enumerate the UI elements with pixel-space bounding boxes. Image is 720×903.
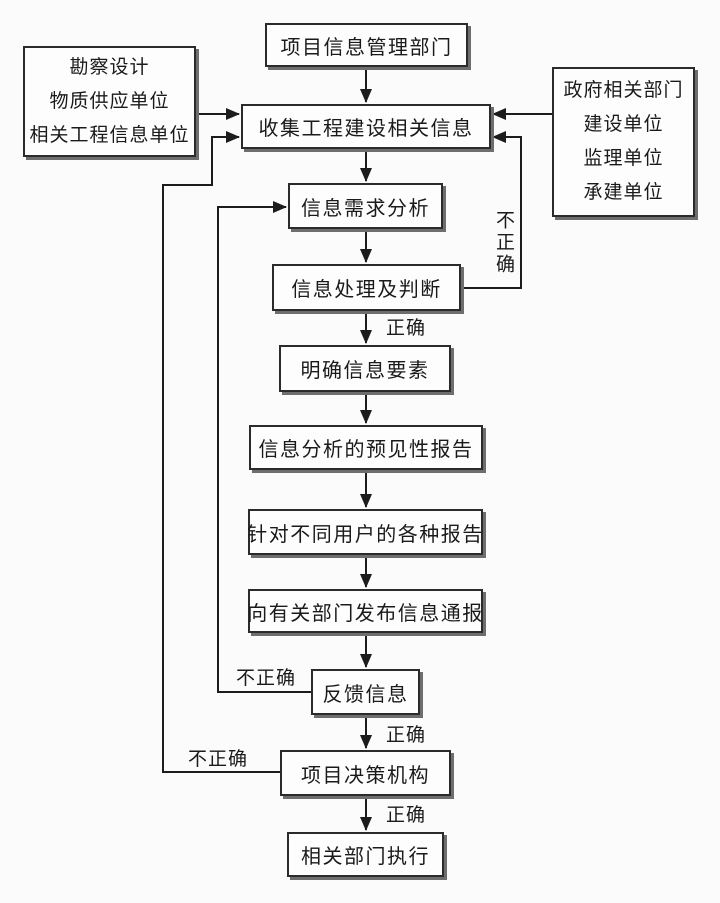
node-predictive-analysis-report: 信息分析的预见性报告 xyxy=(249,425,483,470)
edge-label-correct-after-process: 正确 xyxy=(386,318,427,339)
node-info-processing-judgement: 信息处理及判断 xyxy=(272,264,461,311)
right-source-line: 建设单位 xyxy=(583,114,664,135)
edge-label-incorrect-decision-loop: 不正确 xyxy=(188,749,249,770)
left-source-line: 相关工程信息单位 xyxy=(29,124,190,146)
node-publish-info-bulletin: 向有关部门发布信息通报 xyxy=(247,589,483,633)
node-collect-construction-info: 收集工程建设相关信息 xyxy=(241,104,491,149)
node-left-source-units: 勘察设计 物质供应单位 相关工程信息单位 xyxy=(23,46,196,157)
node-project-info-dept: 项目信息管理部门 xyxy=(265,23,468,67)
node-clarify-info-elements: 明确信息要素 xyxy=(279,345,451,392)
node-feedback-info: 反馈信息 xyxy=(311,669,420,715)
node-info-demand-analysis: 信息需求分析 xyxy=(288,183,443,229)
node-reports-for-different-users: 针对不同用户的各种报告 xyxy=(247,509,483,555)
right-source-line: 政府相关部门 xyxy=(563,80,684,101)
edge-label-incorrect-feedback-loop: 不正确 xyxy=(236,668,297,689)
right-source-line: 监理单位 xyxy=(583,148,664,169)
left-source-line: 物质供应单位 xyxy=(49,90,170,112)
node-related-dept-execute: 相关部门执行 xyxy=(287,832,444,877)
node-project-decision-body: 项目决策机构 xyxy=(280,750,451,796)
edge-label-correct-after-feedback: 正确 xyxy=(386,725,427,746)
edge-feedback-incorrect-to-demand xyxy=(217,201,311,693)
edge-label-incorrect-process-loop: 不正确 xyxy=(493,210,514,276)
right-source-line: 承建单位 xyxy=(583,182,664,203)
edge-process-incorrect-to-collect xyxy=(461,131,522,289)
edge-label-correct-after-decision: 正确 xyxy=(386,805,427,826)
node-right-source-units: 政府相关部门 建设单位 监理单位 承建单位 xyxy=(552,67,695,217)
left-source-line: 勘察设计 xyxy=(69,56,150,78)
edge-decision-incorrect-to-collect xyxy=(162,131,280,773)
